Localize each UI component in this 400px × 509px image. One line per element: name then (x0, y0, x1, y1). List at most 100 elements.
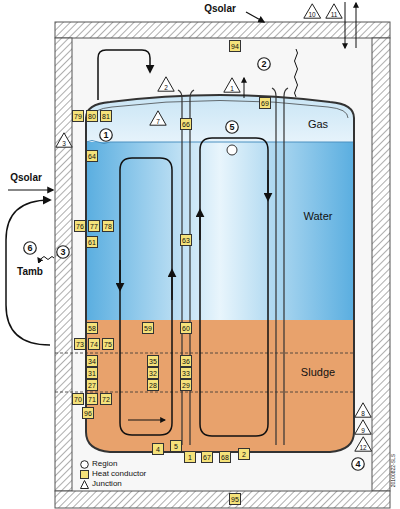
legend-row: Junction (80, 479, 146, 489)
junction-marker: 7 (149, 110, 167, 126)
callout-number: 1 (188, 454, 192, 461)
legend-sample (80, 480, 89, 489)
callout-number: 1 (230, 86, 234, 93)
heat-conductor: 64 (86, 150, 98, 162)
region-marker: 5 (225, 120, 239, 134)
callout-number: 79 (74, 113, 82, 120)
heat-conductor: 79 (72, 110, 84, 122)
heat-conductor: 59 (142, 322, 154, 334)
callout-number: 2 (164, 85, 168, 92)
region-marker: 3 (56, 245, 70, 259)
callout-number: 75 (104, 341, 112, 348)
heat-conductor: 32 (147, 367, 159, 379)
heat-conductor: 61 (86, 236, 98, 248)
callout-number: 5 (174, 443, 178, 450)
heat-conductor: 35 (147, 355, 159, 367)
junction-marker: 3 (55, 132, 73, 148)
heat-conductor: 36 (180, 355, 192, 367)
callout-number: 94 (231, 43, 239, 50)
phase-label: Sludge (301, 367, 335, 378)
callout-number: 68 (221, 454, 229, 461)
callout-number: 2 (261, 60, 266, 69)
callout-number: 5 (229, 123, 234, 132)
heat-conductor: 77 (88, 220, 100, 232)
legend: RegionHeat conductorJunction (80, 459, 146, 489)
legend-sample (80, 470, 89, 479)
heat-conductor: 74 (88, 338, 100, 350)
heat-conductor: 60 (180, 322, 192, 334)
callout-number: 78 (104, 223, 112, 230)
heat-flux-label: Qsolar (10, 173, 42, 183)
callout-number: 8 (361, 411, 365, 418)
drawing-number: 20100822-SLS (392, 453, 397, 486)
callout-number: 3 (62, 141, 66, 148)
callout-number: 28 (149, 382, 157, 389)
junction-marker: 9 (354, 419, 372, 435)
region-marker: 6 (23, 241, 37, 255)
callout-number: 70 (74, 396, 82, 403)
junction-marker: 2 (157, 76, 175, 92)
heat-conductor: 96 (82, 407, 94, 419)
heat-conductor: 75 (102, 338, 114, 350)
heat-conductor: 94 (229, 40, 241, 52)
heat-conductor: 80 (86, 110, 98, 122)
callout-number: 69 (261, 100, 269, 107)
callout-number: 58 (88, 325, 96, 332)
callout-number: 11 (331, 12, 338, 19)
callout-number: 61 (88, 239, 96, 246)
heat-conductor: 1 (184, 451, 196, 463)
legend-sample (80, 460, 89, 469)
junction-marker: 10 (303, 3, 321, 19)
callout-number: 7 (156, 119, 160, 126)
heat-conductor: 5 (170, 440, 182, 452)
callout-number: 59 (144, 325, 152, 332)
legend-text: Junction (92, 480, 122, 488)
phase-label: Gas (308, 119, 328, 130)
ambient-temperature-label: Tamb (17, 267, 43, 277)
callout-number: 3 (60, 248, 65, 257)
heat-conductor: 71 (86, 393, 98, 405)
legend-row: Region (80, 459, 146, 469)
heat-conductor: 29 (180, 379, 192, 391)
heat-conductor: 66 (180, 118, 192, 130)
callout-number: 36 (182, 358, 190, 365)
callout-number: 67 (203, 454, 211, 461)
heat-conductor: 95 (229, 493, 241, 505)
callout-number: 12 (359, 445, 366, 452)
callout-number: 63 (182, 237, 190, 244)
heat-conductor: 2 (238, 448, 250, 460)
heat-conductor: 28 (147, 379, 159, 391)
heat-conductor: 78 (102, 220, 114, 232)
heat-conductor: 73 (74, 338, 86, 350)
callout-number: 96 (84, 410, 92, 417)
legend-text: Heat conductor (92, 470, 146, 478)
heat-conductor: 70 (72, 393, 84, 405)
callout-number: 2 (242, 451, 246, 458)
heat-conductor: 63 (180, 234, 192, 246)
heat-conductor: 27 (86, 379, 98, 391)
junction-marker: 1 (223, 77, 241, 93)
callout-number: 35 (149, 358, 157, 365)
callout-number: 32 (149, 370, 157, 377)
callout-number: 27 (88, 382, 96, 389)
callout-number: 4 (156, 446, 160, 453)
callout-number: 64 (88, 153, 96, 160)
heat-conductor: 81 (100, 110, 112, 122)
callout-number: 4 (355, 460, 360, 469)
region-marker: 4 (351, 457, 365, 471)
callout-number: 71 (88, 396, 96, 403)
callout-number: 10 (308, 12, 315, 19)
callout-number: 6 (27, 244, 32, 253)
callout-number: 77 (90, 223, 98, 230)
callout-number: 72 (102, 396, 110, 403)
callout-number: 60 (182, 325, 190, 332)
callout-number: 95 (231, 496, 239, 503)
callout-number: 76 (76, 223, 84, 230)
callout-number: 34 (88, 358, 96, 365)
callout-number: 66 (182, 121, 190, 128)
junction-marker: 11 (325, 3, 343, 19)
callout-number: 33 (182, 370, 190, 377)
callout-number: 31 (88, 370, 96, 377)
callout-number: 1 (103, 131, 108, 140)
junction-marker: 8 (354, 402, 372, 418)
